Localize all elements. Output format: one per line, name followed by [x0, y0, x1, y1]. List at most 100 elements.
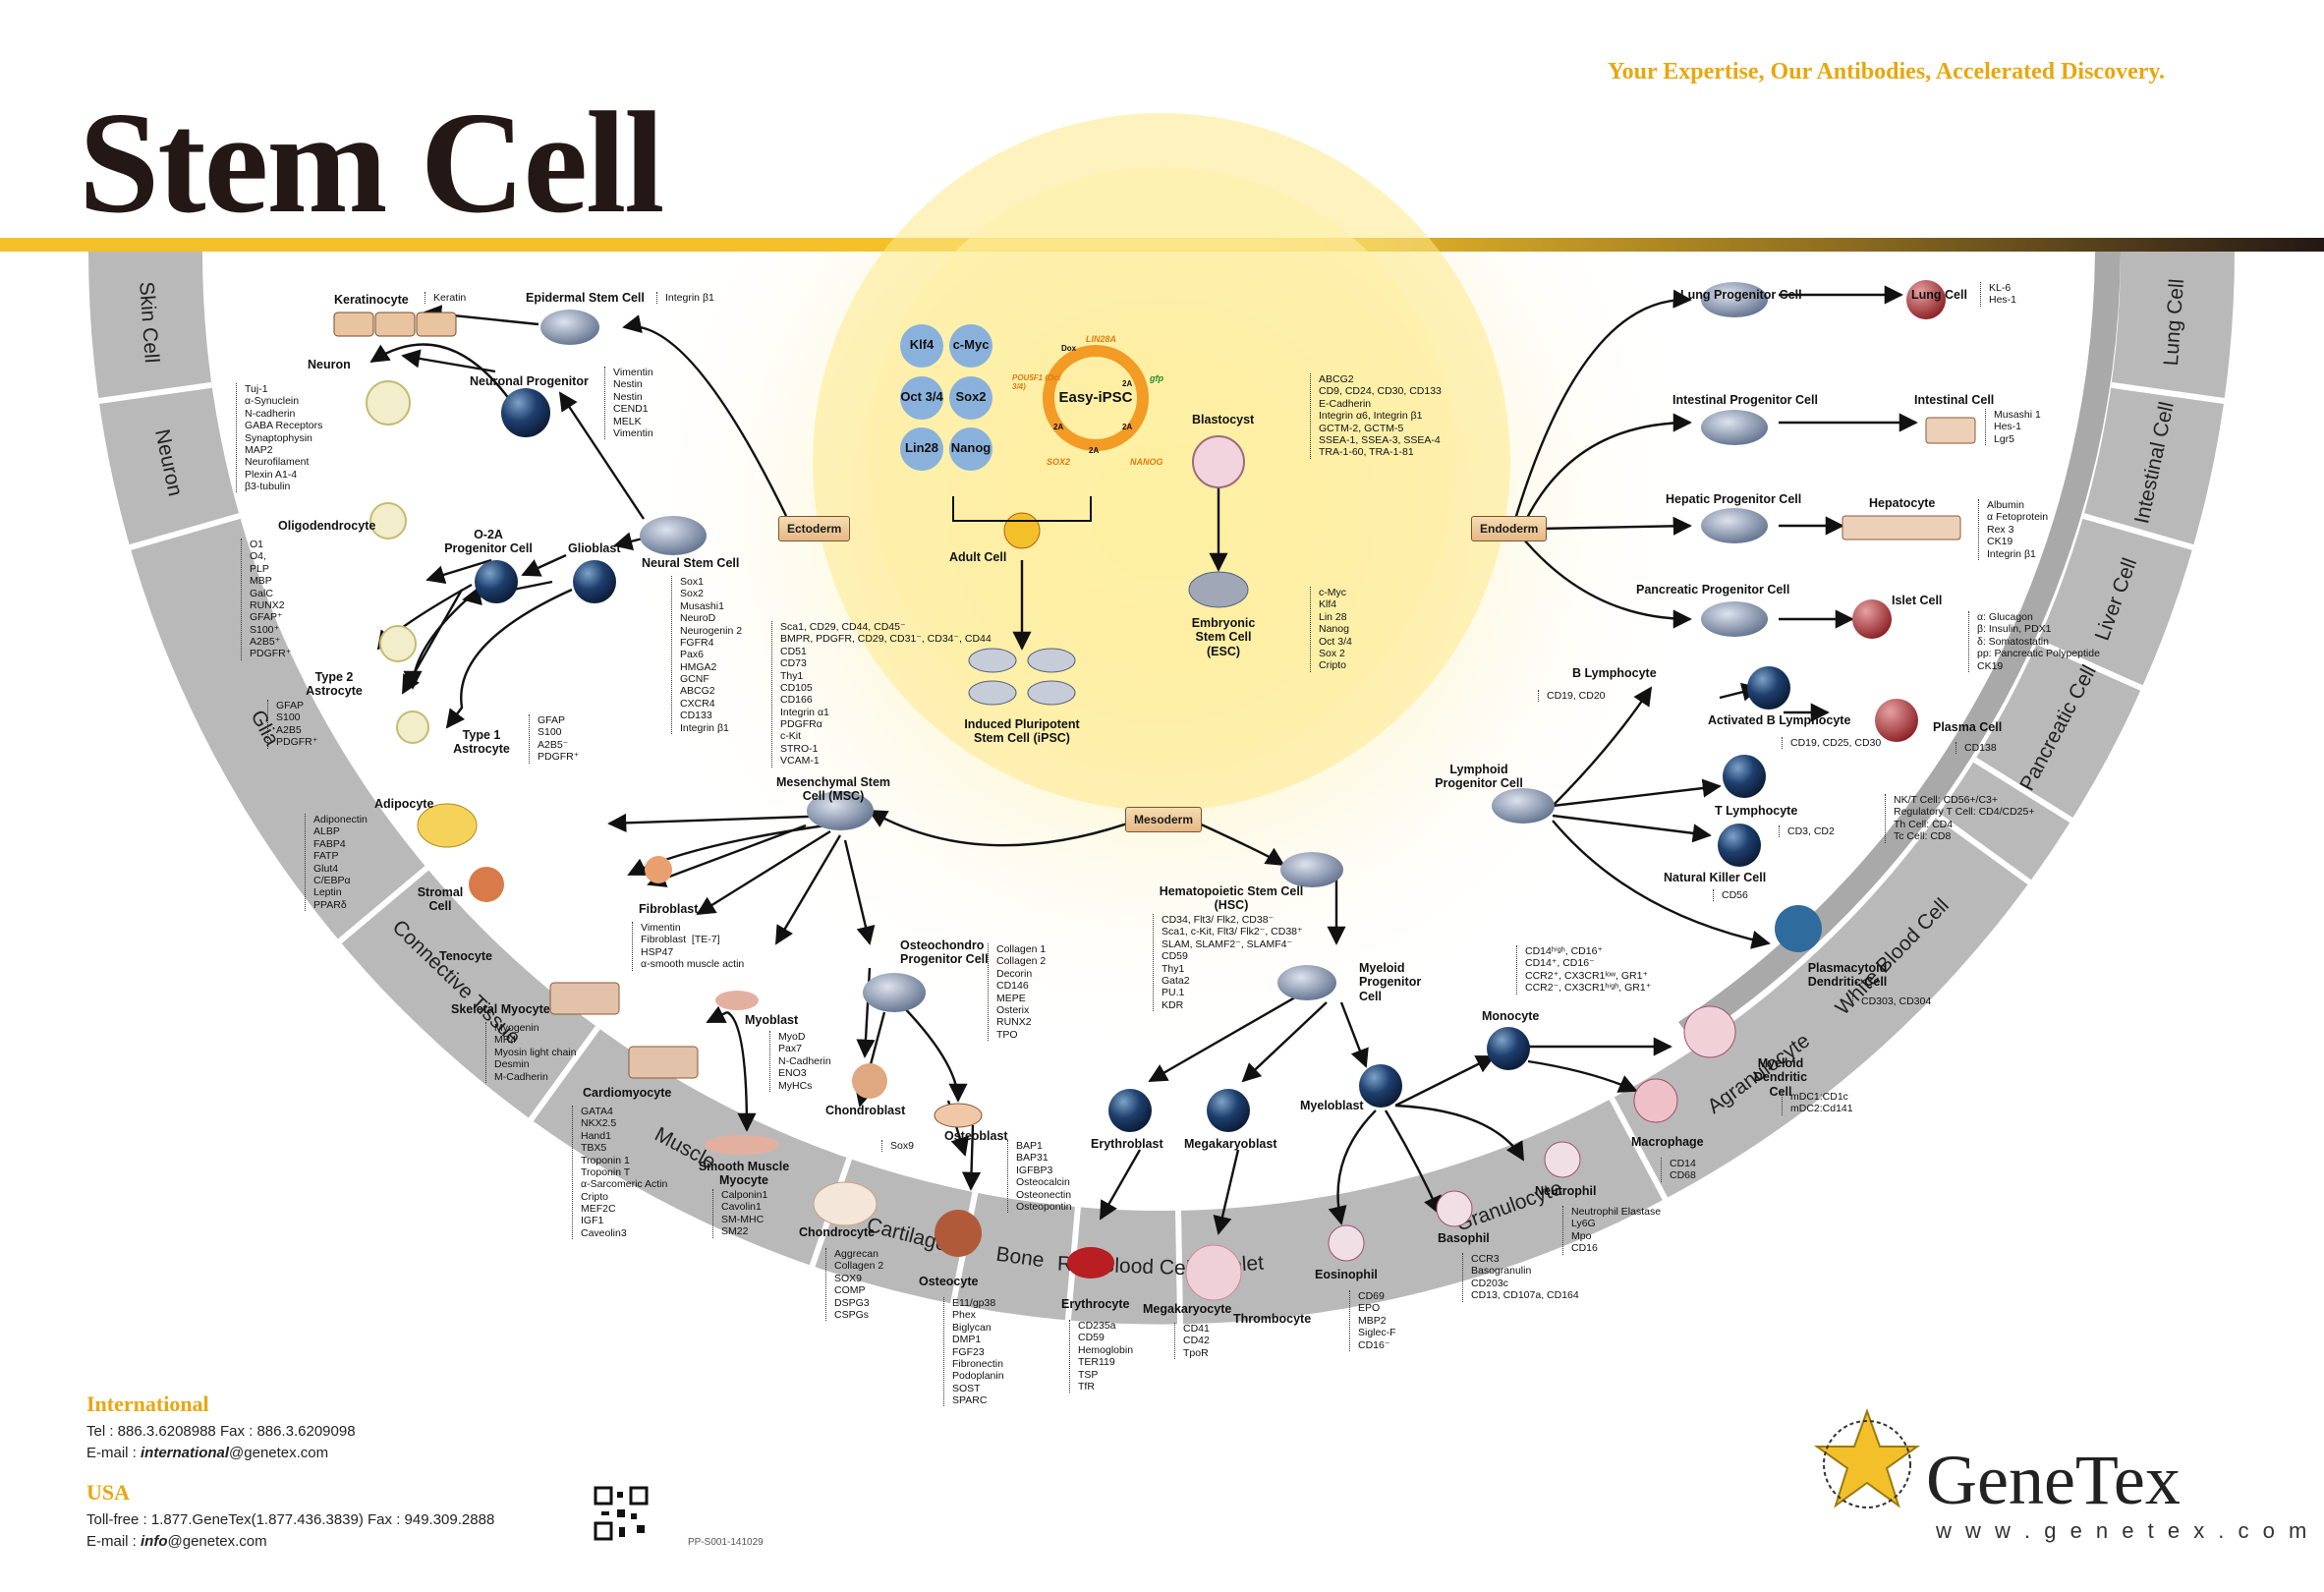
- mk-epidermal: Integrin β1: [656, 292, 714, 305]
- lbl-tenocyte: Tenocyte: [439, 949, 492, 963]
- mk-type1: GFAP S100 A2B5⁻ PDGFR⁺: [529, 714, 579, 764]
- hepatocyte-cell: [1842, 515, 1961, 540]
- intestinal-cell: [1925, 417, 1976, 444]
- lbl-hepatocyte: Hepatocyte: [1869, 496, 1936, 510]
- lymphoid-cell: [1492, 788, 1555, 824]
- lbl-fibroblast: Fibroblast: [639, 902, 699, 916]
- mk-t-lymph: CD3, CD2: [1779, 825, 1835, 838]
- lung-prog-cell: [1701, 282, 1768, 317]
- vector-lin28a: LIN28A: [1086, 334, 1117, 344]
- mk-hepatocyte: Albumin α Fetoprotein Rex 3 CK19 Integri…: [1978, 499, 2048, 560]
- mk-erythrocyte: CD235a CD59 Hemoglobin TER119 TSP TfR: [1069, 1320, 1133, 1393]
- mk-t-subsets: NK/T Cell: CD56+/C3+ Regulatory T Cell: …: [1885, 794, 2034, 843]
- ring-separator: [528, 1025, 600, 1122]
- myoblast-cell: [715, 991, 759, 1010]
- neutrophil-cell: [1544, 1141, 1581, 1178]
- vector-nanog: NANOG: [1130, 457, 1163, 467]
- osteocyte-cell: [935, 1210, 982, 1257]
- msc-cell: [807, 791, 874, 830]
- vector-dox: Dox: [1061, 344, 1077, 353]
- mk-fibroblast: Vimentin Fibroblast [TE-7] HSP47 α-smoot…: [632, 922, 744, 971]
- lbl-msc: Mesenchymal Stem Cell (MSC): [775, 775, 891, 804]
- lbl-type2: Type 2 Astrocyte: [306, 670, 363, 699]
- mk-smooth: Calponin1 Cavolin1 SM-MHC SM22: [712, 1189, 767, 1238]
- stromal-cell: [469, 867, 504, 902]
- adipocyte-cell: [417, 803, 478, 848]
- osteoblast-cell: [934, 1103, 983, 1128]
- lbl-b-lymph: B Lymphocyte: [1572, 666, 1657, 680]
- basophil-cell: [1436, 1190, 1473, 1227]
- ring-separator: [1935, 813, 2032, 885]
- osteochondro-cell: [863, 973, 926, 1012]
- mk-osteocyte: E11/gp38 Phex Biglycan DMP1 FGF23 Fibron…: [943, 1297, 1004, 1407]
- chondroblast-cell: [852, 1063, 887, 1099]
- vector-sox2: SOX2: [1047, 457, 1071, 467]
- eosinophil-cell: [1328, 1224, 1365, 1262]
- adult-cell: [1003, 512, 1041, 549]
- footer-usa-title: USA: [86, 1480, 131, 1505]
- mk-pdc: CD303, CD304: [1852, 995, 1931, 1008]
- mk-osteochondro: Collagen 1 Collagen 2 Decorin CD146 MEPE…: [988, 943, 1046, 1041]
- lbl-cardiomyocyte: Cardiomyocyte: [583, 1086, 672, 1100]
- mk-neuron: Tuj-1 α-Synuclein N-cadherin GABA Recept…: [236, 383, 322, 493]
- factor-klf4: Klf4: [909, 337, 935, 352]
- hsc-cell: [1280, 852, 1343, 887]
- mk-myeloid-dc: mDC1:CD1c mDC2:Cd141: [1782, 1091, 1853, 1115]
- lbl-stromal: Stromal Cell: [417, 885, 464, 914]
- lbl-neural-stem: Neural Stem Cell: [642, 556, 740, 570]
- lbl-myeloblast: Myeloblast: [1300, 1099, 1364, 1112]
- footer-intl-phone: Tel : 886.3.6208988 Fax : 886.3.6209098: [86, 1423, 356, 1440]
- mk-msc: Sca1, CD29, CD44, CD45⁻ BMPR, PDGFR, CD2…: [771, 621, 992, 768]
- blastocyst-cell: [1192, 435, 1245, 488]
- ring-separator: [98, 381, 212, 404]
- ipsc-label: Induced Pluripotent Stem Cell (iPSC): [964, 717, 1080, 746]
- ring-separator: [1175, 1210, 1184, 1325]
- lbl-neutrophil: Neutrophil: [1535, 1184, 1597, 1198]
- lbl-nk: Natural Killer Cell: [1664, 871, 1767, 884]
- islet-cell: [1852, 599, 1892, 639]
- pdc-cell: [1775, 905, 1822, 952]
- lbl-neuron: Neuron: [308, 358, 351, 371]
- mk-neural-stem: Sox1 Sox2 Musashi1 NeuroD Neurogenin 2 F…: [671, 576, 742, 734]
- lbl-myoblast: Myoblast: [745, 1013, 799, 1027]
- lbl-neuronal-progenitor: Neuronal Progenitor: [470, 374, 589, 388]
- footer-usa-email[interactable]: E-mail : info@genetex.com: [86, 1533, 267, 1550]
- lbl-monocyte: Monocyte: [1482, 1009, 1540, 1023]
- mk-skeletal: Myogenin MR4 Myosin light chain Desmin M…: [485, 1022, 576, 1083]
- lbl-thrombocyte: Thrombocyte: [1233, 1312, 1312, 1326]
- qr-code: [594, 1486, 649, 1541]
- lbl-glioblast: Glioblast: [568, 541, 621, 555]
- lbl-activated-b: Activated B Lymphocyte: [1708, 713, 1851, 727]
- lbl-megakaryoblast: Megakaryoblast: [1184, 1137, 1277, 1151]
- lbl-lung: Lung Cell: [1911, 288, 1967, 302]
- ring-separator: [1609, 1097, 1669, 1201]
- lbl-myeloid: Myeloid Progenitor Cell: [1359, 961, 1422, 1003]
- footer-intl-email[interactable]: E-mail : international@genetex.com: [86, 1445, 329, 1461]
- mk-oligodendrocyte: O1 O4, PLP MBP GalC RUNX2 GFAP⁺ S100⁺ A2…: [241, 539, 291, 660]
- lbl-macrophage: Macrophage: [1631, 1135, 1704, 1149]
- brand-url[interactable]: w w w . g e n e t e x . c o m: [1936, 1518, 2311, 1543]
- mk-intestinal: Musashi 1 Hes-1 Lgr5: [1985, 409, 2041, 446]
- megakaryoblast-cell: [1207, 1089, 1250, 1132]
- ring-separator: [129, 513, 241, 550]
- lbl-megakaryocyte: Megakaryocyte: [1143, 1302, 1232, 1316]
- ring-separator: [2111, 381, 2225, 404]
- ring-separator: [2036, 639, 2143, 691]
- brand-name: GeneTex: [1926, 1441, 2181, 1519]
- myeloid-cell: [1277, 965, 1336, 1000]
- lbl-myeloid-dc: Myeloid Dendritic Cell: [1753, 1056, 1808, 1099]
- mk-neuronal-progenitor: Vimentin Nestin Nestin CEND1 MELK Viment…: [604, 367, 653, 440]
- vector-pou5f1: POU5F1 (Oct 3/4): [1012, 373, 1061, 392]
- lbl-erythrocyte: Erythrocyte: [1061, 1297, 1130, 1311]
- tagline: Your Expertise, Our Antibodies, Accelera…: [1608, 59, 2166, 85]
- mk-myoblast: MyoD Pax7 N-Cadherin ENO3 MyHCs: [769, 1031, 831, 1092]
- mk-keratinocyte: Keratin: [425, 292, 466, 305]
- footer-usa-phone: Toll-free : 1.877.GeneTex(1.877.436.3839…: [86, 1511, 495, 1528]
- endoderm-badge: Endoderm: [1471, 516, 1548, 541]
- t-cell: [1723, 755, 1766, 798]
- mk-adipocyte: Adiponectin ALBP FABP4 FATP Glut4 C/EBPα…: [305, 814, 368, 911]
- fibroblast-cell: [645, 856, 672, 883]
- neural-stem-cell: [640, 516, 707, 555]
